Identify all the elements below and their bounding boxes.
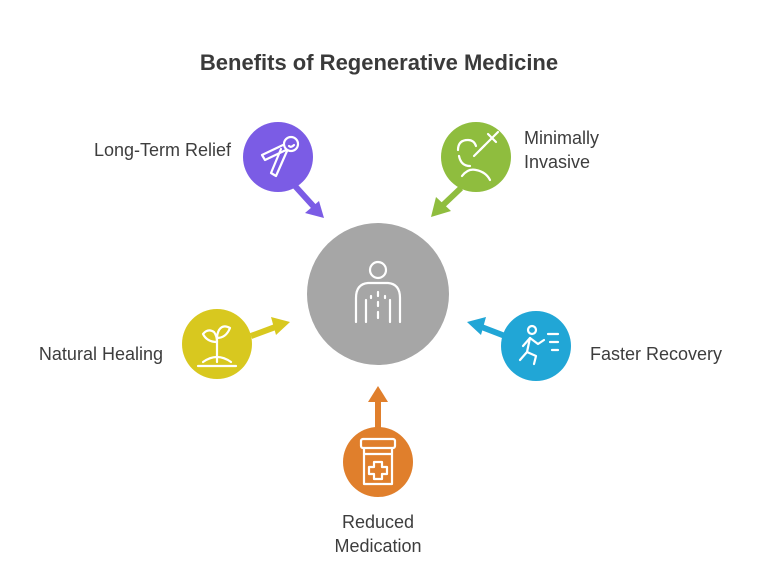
label-line: Natural Healing: [38, 344, 163, 364]
benefit-minimally-invasive: [431, 122, 511, 217]
label-line: Long-Term Relief: [93, 140, 231, 160]
arrow-minimally-invasive: [439, 185, 464, 209]
node-faster-recovery: [501, 311, 571, 381]
label-long-term-relief: Long-Term Relief: [94, 138, 231, 162]
arrowhead-long-term-relief: [305, 201, 324, 218]
arrowhead-reduced-medication: [368, 386, 388, 402]
label-line: Reduced: [341, 512, 415, 532]
arrowhead-minimally-invasive: [431, 197, 451, 217]
arrowhead-natural-healing: [271, 317, 290, 335]
benefit-reduced-medication: [343, 386, 413, 497]
center-node: [307, 223, 449, 365]
label-line: Medication: [334, 536, 422, 556]
arrow-long-term-relief: [292, 183, 318, 211]
benefit-faster-recovery: [467, 311, 571, 381]
label-line: Faster Recovery: [590, 344, 723, 364]
injection-icon: [456, 130, 500, 182]
arrow-faster-recovery: [477, 323, 507, 339]
node-minimally-invasive: [441, 122, 511, 192]
diagram-title: Benefits of Regenerative Medicine: [199, 50, 559, 75]
arrow-natural-healing: [249, 323, 280, 339]
sprout-icon: [196, 325, 238, 368]
label-reduced-medication: Reduced Medication: [300, 510, 456, 558]
person-icon: [354, 260, 402, 324]
benefit-natural-healing: [182, 309, 290, 379]
joint-icon: [260, 135, 300, 178]
label-line: Invasive: [524, 152, 591, 172]
label-natural-healing: Natural Healing: [39, 342, 163, 366]
label-line: Minimally: [524, 128, 600, 148]
label-faster-recovery: Faster Recovery: [590, 342, 722, 366]
benefit-long-term-relief: [243, 122, 324, 218]
arrowhead-faster-recovery: [467, 317, 486, 335]
running-person-icon: [518, 324, 560, 366]
label-minimally-invasive: Minimally Invasive: [524, 126, 599, 174]
pill-bottle-icon: [359, 437, 397, 486]
